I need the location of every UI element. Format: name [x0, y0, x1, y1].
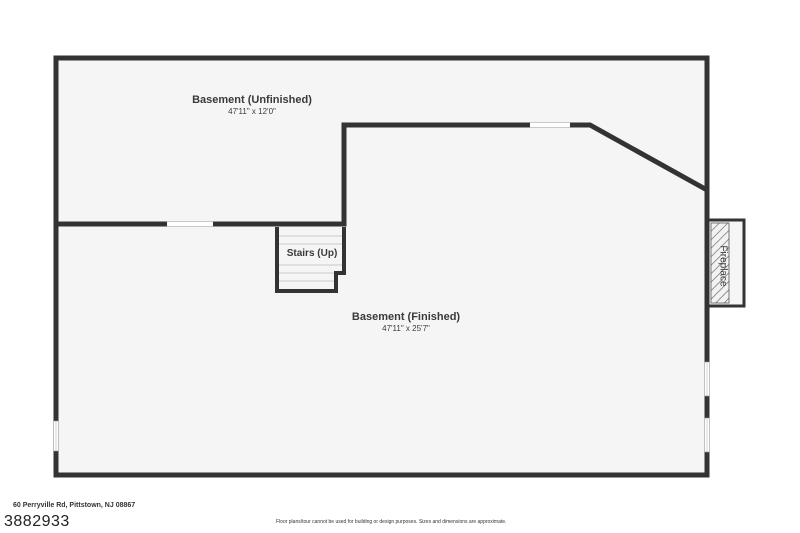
room-dimensions-unfinished: 47'11" x 12'0" [228, 107, 276, 116]
room-dimensions-finished: 47'11" x 25'7" [382, 324, 430, 333]
exterior-wall [53, 55, 710, 478]
fireplace [705, 218, 746, 308]
fireplace-label: Fireplace [717, 245, 728, 287]
door-openings [167, 122, 570, 227]
stairs-label: Stairs (Up) [287, 248, 338, 259]
fireplace-hearth [710, 222, 730, 304]
windows [53, 361, 710, 453]
interior-wall [56, 122, 709, 227]
property-address: 60 Perryville Rd, Pittstown, NJ 08867 [13, 502, 136, 509]
stairs: Stairs (Up) [275, 227, 346, 293]
room-name-unfinished: Basement (Unfinished) [192, 94, 312, 106]
door-opening [167, 221, 213, 227]
room-name-finished: Basement (Finished) [352, 311, 461, 323]
floor-area [56, 58, 707, 475]
door-opening [530, 122, 570, 128]
listing-id: 3882933 [4, 513, 70, 530]
disclaimer: Floor plans/tour cannot be used for buil… [276, 519, 507, 525]
